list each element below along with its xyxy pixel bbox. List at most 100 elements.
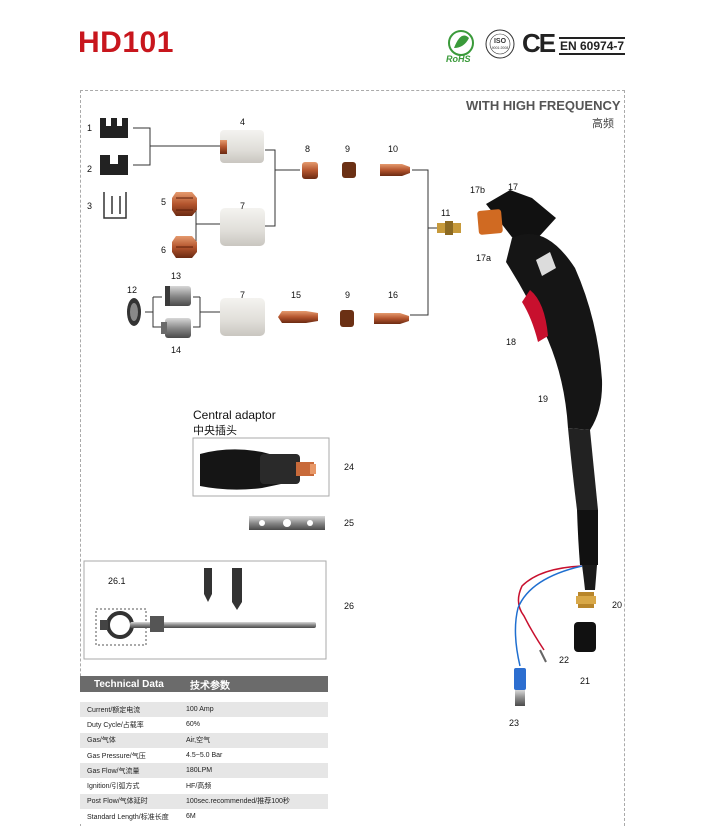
part-21-nut — [574, 622, 596, 652]
part-24-central-adaptor — [200, 449, 316, 490]
part-number: 2 — [87, 164, 93, 174]
part-number: 7 — [240, 290, 246, 300]
part-14-nozzle — [161, 318, 191, 338]
table-row: Gas Pressure/气压 4.5~5.0 Bar — [80, 747, 328, 764]
part-7b-ceramic-cup — [220, 298, 265, 336]
svg-text:9001:2008: 9001:2008 — [492, 46, 509, 50]
part-15-tip — [278, 311, 318, 323]
red-wire — [517, 565, 583, 651]
row-value: 4.5~5.0 Bar — [186, 752, 223, 760]
part-25-spanner — [249, 516, 325, 530]
model-title: HD101 — [78, 26, 174, 59]
table-row: Post Flow/气体延时 100sec.recommended/推荐100秒 — [80, 793, 328, 810]
part-number: 18 — [506, 337, 517, 347]
part-2-wrench — [100, 155, 128, 175]
part-number: 9 — [345, 290, 351, 300]
table-row: Gas/气体 Air,空气 — [80, 732, 328, 748]
part-number: 17a — [476, 253, 492, 263]
part-number: 3 — [87, 201, 93, 211]
part-number: 25 — [344, 518, 355, 528]
central-adaptor-label-cn: 中央插头 — [193, 425, 237, 437]
part-number: 22 — [559, 655, 570, 665]
part-7-ceramic-cup — [220, 208, 265, 246]
part-number: 24 — [344, 462, 355, 472]
part-number: 8 — [305, 144, 311, 154]
rohs-logo: RoHS — [446, 30, 474, 64]
row-value: 180LPM — [186, 767, 213, 775]
part-3-clip — [103, 192, 127, 219]
mode-label-cn: 高频 — [592, 118, 614, 130]
row-label: Gas Pressure/气压 — [87, 752, 146, 760]
row-label: Ignition/引弧方式 — [87, 783, 140, 791]
part-number: 21 — [580, 676, 591, 686]
row-label: Current/额定电流 — [87, 706, 141, 714]
part-number: 6 — [161, 245, 167, 255]
row-value: 100sec.recommended/推荐100秒 — [186, 798, 290, 806]
ce-mark: CE — [522, 28, 556, 58]
part-number: 23 — [509, 718, 520, 728]
table-header: Technical Data 技术参数 — [80, 676, 328, 692]
part-number: 4 — [240, 117, 246, 127]
row-label: Post Flow/气体延时 — [87, 798, 148, 806]
table-row: Standard Length/标准长度 6M — [80, 809, 328, 825]
part-20-fitting — [576, 592, 596, 608]
part-10-electrode — [380, 164, 410, 176]
row-label: Duty Cycle/占载率 — [87, 721, 144, 729]
iso-logo: ISO 9001:2008 — [485, 29, 515, 59]
part-number: 14 — [171, 345, 182, 355]
central-adaptor-label: Central adaptor — [193, 408, 276, 422]
part-16-electrode — [374, 313, 409, 324]
row-value: 100 Amp — [186, 706, 214, 714]
svg-text:RoHS: RoHS — [446, 54, 471, 64]
table-row: Duty Cycle/占载率 60% — [80, 717, 328, 733]
row-value: 6M — [186, 813, 196, 821]
table-body: Current/额定电流 100 Amp Duty Cycle/占载率 60% Ga… — [80, 702, 328, 825]
part-6-shield — [172, 236, 197, 258]
part-26-circle-guide — [95, 568, 316, 646]
table-row: Gas Flow/气流量 180LPM — [80, 763, 328, 779]
row-value: Air,空气 — [186, 737, 211, 745]
part-number: 1 — [87, 123, 93, 133]
part-4-shield-cup — [220, 130, 264, 163]
row-value: HF/高频 — [186, 783, 212, 791]
mode-label: WITH HIGH FREQUENCY — [466, 98, 621, 113]
part-number: 13 — [171, 271, 182, 281]
part-number: 7 — [240, 201, 246, 211]
part-number: 10 — [388, 144, 399, 154]
diagram-frame — [80, 90, 625, 826]
table-row: Ignition/引弧方式 HF/高频 — [80, 778, 328, 794]
part-9b-insulator — [340, 310, 354, 327]
table-row: Current/额定电流 100 Amp — [80, 702, 328, 718]
row-label: Gas/气体 — [87, 737, 116, 745]
part-5-shield — [172, 192, 197, 216]
part-11-brass-connector — [437, 221, 461, 235]
part-number: 9 — [345, 144, 351, 154]
blue-wire — [514, 565, 583, 667]
part-number: 16 — [388, 290, 399, 300]
row-label: Standard Length/标准长度 — [87, 813, 169, 821]
table-header-cn: 技术参数 — [190, 680, 230, 692]
part-number: 11 — [441, 208, 451, 218]
part-number: 17 — [508, 182, 519, 192]
row-value: 60% — [186, 721, 201, 729]
part-23-plug — [514, 668, 526, 690]
technical-data-table: Technical Data 技术参数 Current/额定电流 100 Amp … — [80, 676, 328, 825]
part-number: 15 — [291, 290, 302, 300]
table-header-en: Technical Data — [94, 678, 164, 690]
torch-handle — [477, 190, 603, 590]
part-number: 5 — [161, 197, 167, 207]
row-label: Gas Flow/气流量 — [87, 767, 140, 775]
part-8-swirl-ring — [302, 162, 318, 179]
part-number: 12 — [127, 285, 138, 295]
standard-mark: EN 60974-7 — [559, 37, 626, 55]
part-number: 19 — [538, 394, 549, 404]
part-13-nozzle — [165, 286, 191, 306]
svg-text:ISO: ISO — [494, 38, 507, 45]
part-9-insulator — [342, 162, 356, 178]
part-number: 26 — [344, 601, 355, 611]
part-number: 20 — [612, 600, 623, 610]
part-1-wrench — [100, 118, 128, 138]
part-number: 17b — [470, 185, 486, 195]
part-number: 26.1 — [108, 576, 126, 586]
